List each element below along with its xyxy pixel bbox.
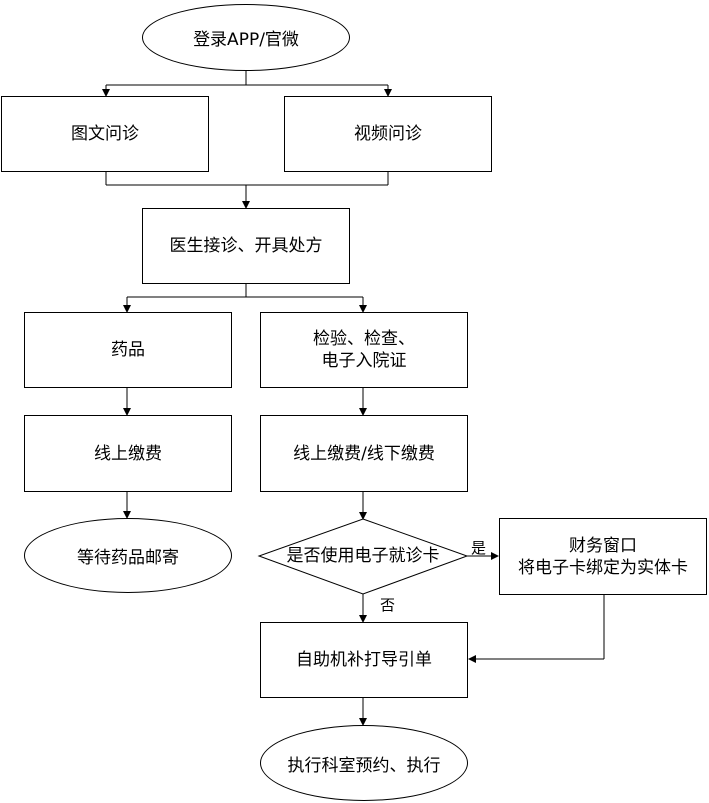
- doctor-box: 医生接诊、开具处方: [142, 208, 350, 284]
- start-label: 登录APP/官微: [193, 30, 299, 50]
- wait-mail-label: 等待药品邮寄: [77, 548, 179, 568]
- no-label: 否: [380, 596, 396, 614]
- finance-box: 财务窗口 将电子卡绑定为实体卡: [499, 518, 707, 595]
- graphic-consult-label: 图文问诊: [71, 124, 139, 144]
- execute-label: 执行科室预约、执行: [287, 755, 441, 776]
- reprint-label: 自助机补打导引单: [296, 650, 432, 670]
- start-node: 登录APP/官微: [142, 4, 350, 71]
- doctor-label: 医生接诊、开具处方: [169, 236, 323, 256]
- wait-mail-node: 等待药品邮寄: [24, 518, 232, 593]
- decision-diamond: [257, 518, 469, 595]
- medicine-box: 药品: [24, 312, 232, 388]
- graphic-consult-box: 图文问诊: [1, 96, 209, 172]
- pay-online-box: 线上缴费: [24, 415, 232, 492]
- medicine-label: 药品: [111, 340, 145, 360]
- pay-both-box: 线上缴费/线下缴费: [260, 415, 468, 492]
- execute-node: 执行科室预约、执行: [260, 725, 468, 801]
- reprint-box: 自助机补打导引单: [260, 622, 468, 698]
- exam-label-line2: 电子入院证: [321, 351, 407, 371]
- exam-box: 检验、检查、 电子入院证: [260, 312, 468, 388]
- exam-label-line1: 检验、检查、: [313, 329, 415, 349]
- video-consult-label: 视频问诊: [354, 124, 422, 144]
- finance-label-line1: 财务窗口: [569, 535, 637, 556]
- finance-label-line2: 将电子卡绑定为实体卡: [518, 557, 688, 578]
- pay-online-label: 线上缴费: [94, 443, 162, 464]
- pay-both-label: 线上缴费/线下缴费: [293, 443, 435, 464]
- decision-label: 是否使用电子就诊卡: [286, 546, 440, 566]
- video-consult-box: 视频问诊: [284, 96, 492, 172]
- yes-label: 是: [471, 539, 487, 557]
